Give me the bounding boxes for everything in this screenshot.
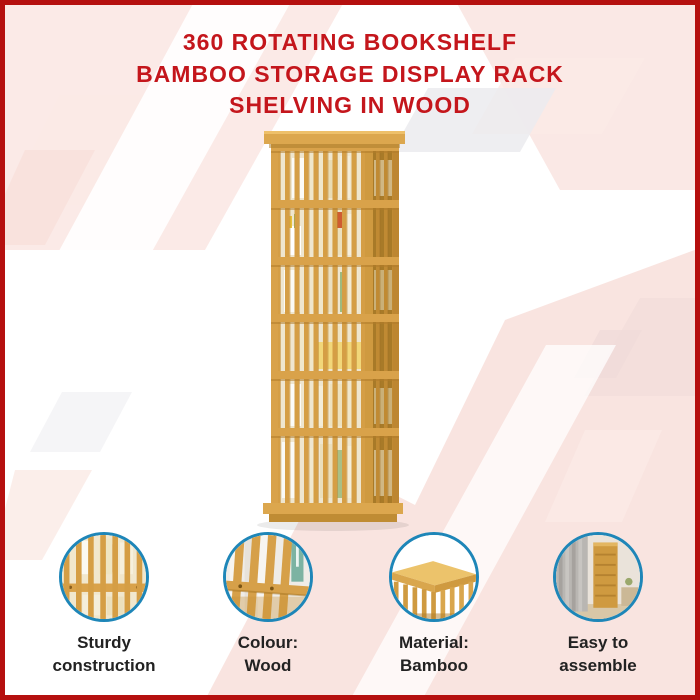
bamboo-top-corner-icon: [392, 535, 476, 619]
feature-label-line: Colour:: [237, 633, 299, 652]
title-line-2: BAMBOO STORAGE DISPLAY RACK: [136, 60, 564, 87]
title-line-3: SHELVING IN WOOD: [229, 92, 471, 118]
bookshelf-slats-closeup-icon: [62, 535, 146, 619]
feature-label-line: Easy to: [567, 633, 629, 652]
wood-slat-closeup-icon: [226, 535, 310, 619]
product-title: 360 ROTATING BOOKSHELF BAMBOO STORAGE DI…: [0, 27, 700, 122]
feature-label-line: Wood: [244, 656, 292, 675]
bookshelf-in-room-icon: [556, 535, 640, 619]
material-bamboo-photo: [389, 532, 479, 622]
feature-item-sturdy-construction: Sturdy construction: [14, 532, 194, 677]
feature-item-colour-wood: Colour: Wood: [178, 532, 358, 677]
title-line-1: 360 ROTATING BOOKSHELF: [182, 29, 518, 55]
feature-label-line: Bamboo: [400, 656, 468, 675]
feature-item-easy-to-assemble: Easy to assemble: [508, 532, 688, 677]
colour-wood-photo: [223, 532, 313, 622]
feature-label-line: construction: [52, 656, 156, 675]
feature-label: Sturdy construction: [14, 631, 194, 677]
feature-label-line: Material:: [399, 633, 469, 652]
feature-label: Colour: Wood: [178, 631, 358, 677]
feature-item-material-bamboo: Material: Bamboo: [344, 532, 524, 677]
easy-assemble-photo: [553, 532, 643, 622]
feature-label: Material: Bamboo: [344, 631, 524, 677]
feature-label-line: Sturdy: [77, 633, 131, 652]
sturdy-construction-photo: [59, 532, 149, 622]
feature-label-line: assemble: [559, 656, 637, 675]
feature-label: Easy to assemble: [508, 631, 688, 677]
